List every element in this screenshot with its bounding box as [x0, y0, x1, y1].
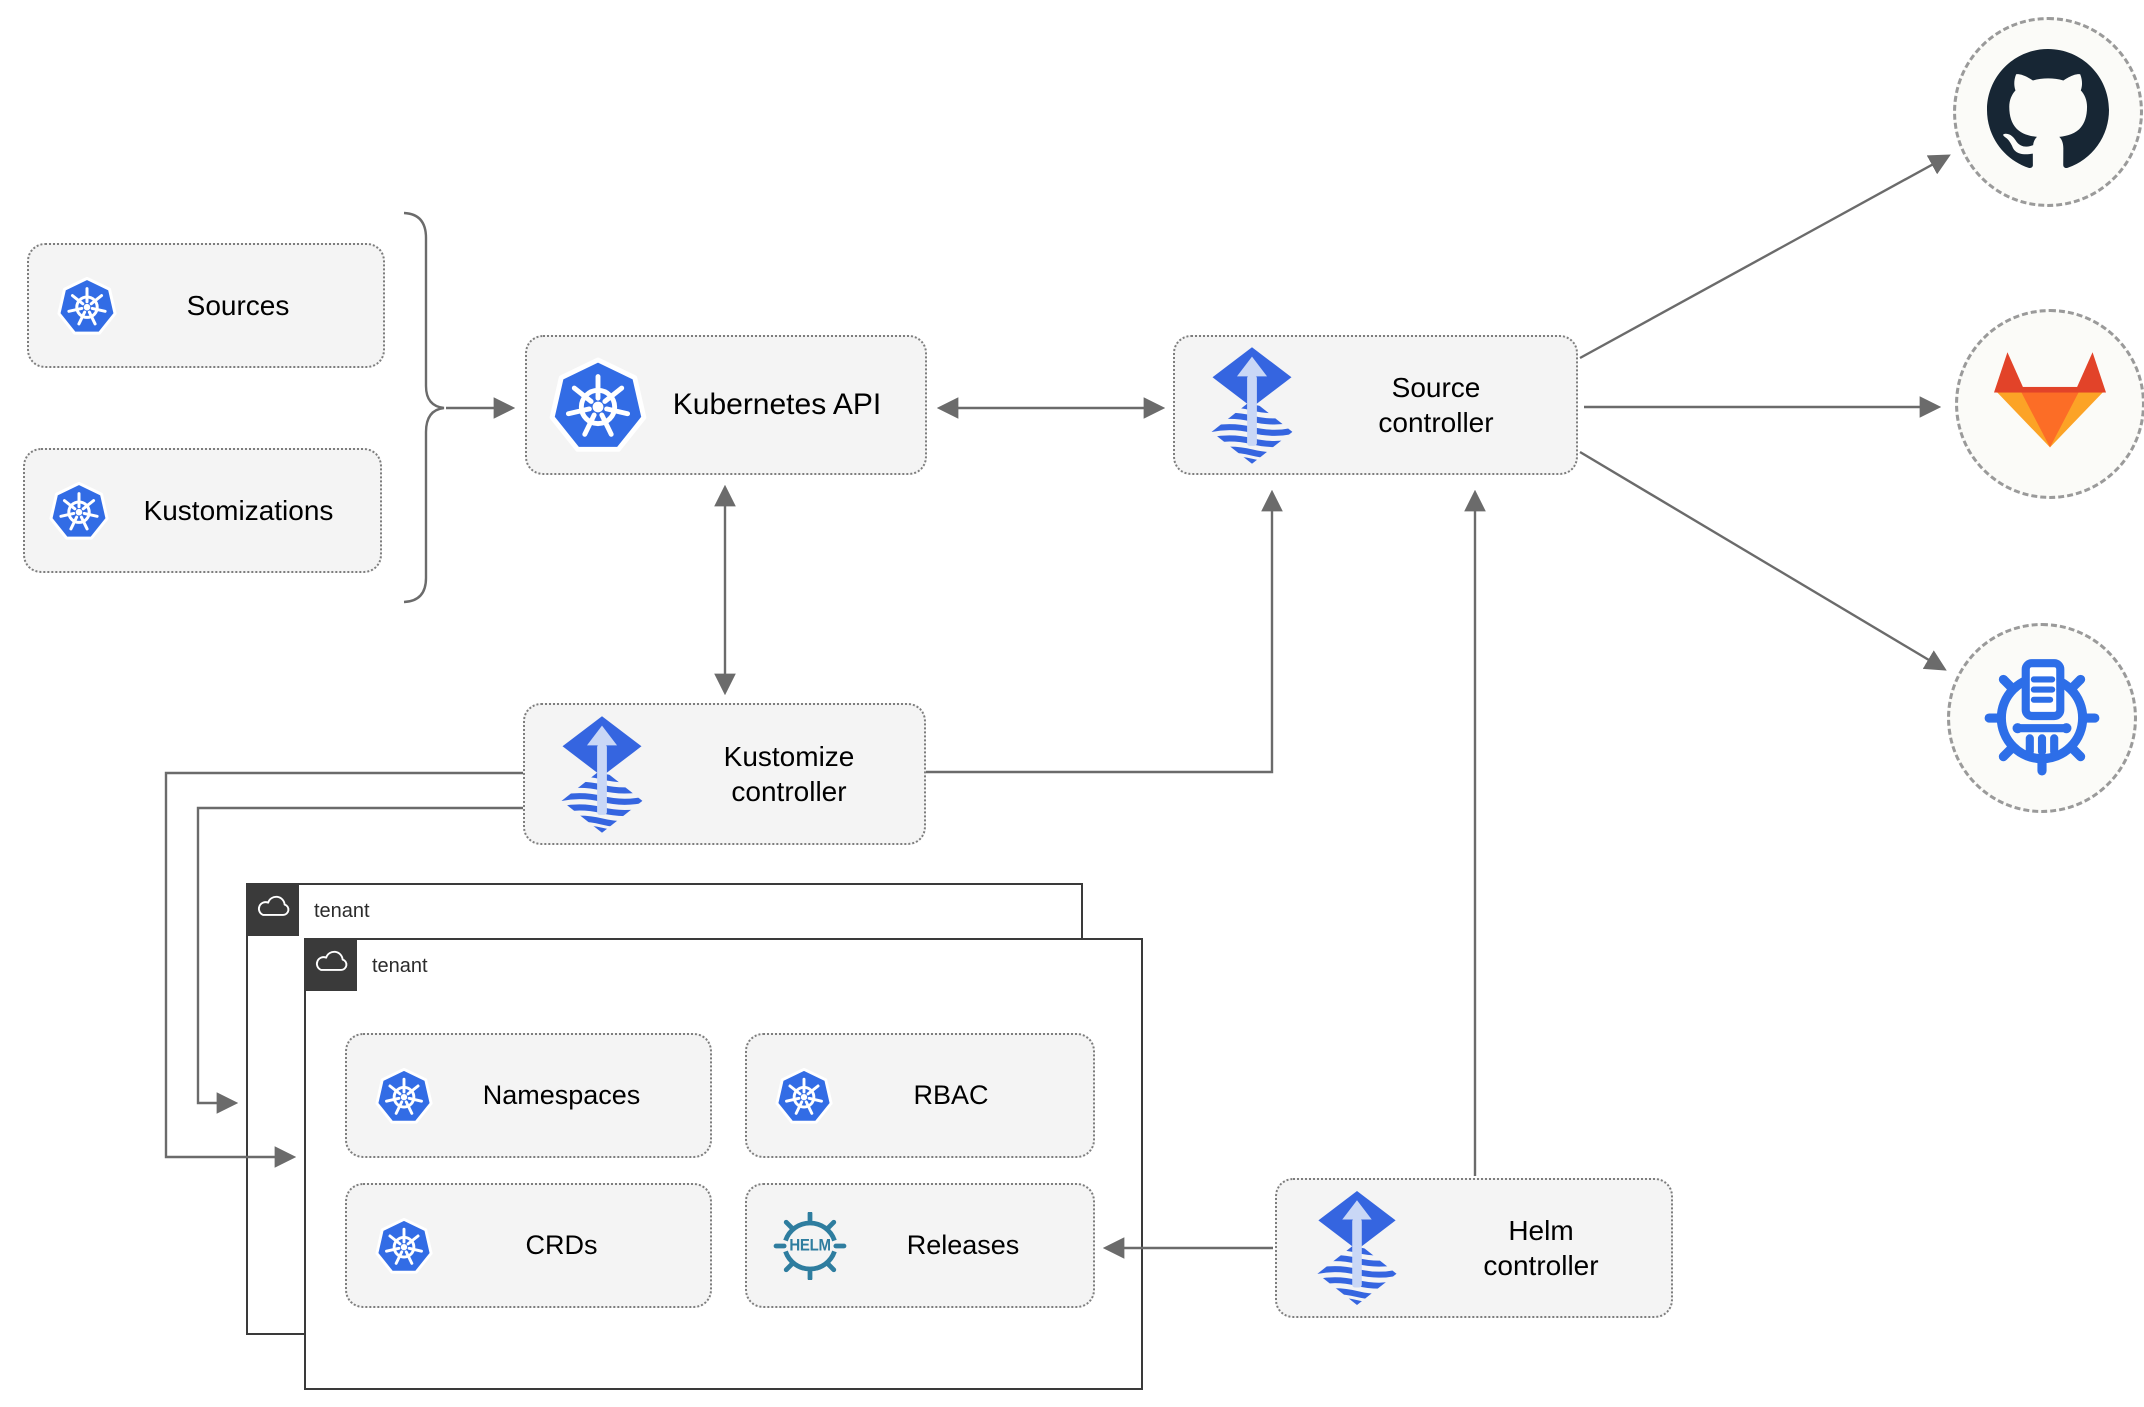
kubernetes-icon [57, 276, 117, 336]
flux-icon [1205, 347, 1299, 464]
node-label: Namespaces [482, 1079, 641, 1110]
node-rbac: RBAC [745, 1033, 1095, 1158]
cloud-icon [254, 893, 292, 926]
tenant-label: tenant [314, 900, 370, 922]
node-kustomizations: Kustomizations [23, 448, 382, 573]
tenant-chip [304, 938, 357, 991]
gitlab-circle [1955, 309, 2144, 499]
kubernetes-icon [375, 1067, 433, 1125]
node-kustomize-controller: Kustomize controller [523, 703, 926, 845]
kubernetes-icon [49, 481, 109, 541]
tenant-label: tenant [372, 955, 428, 977]
node-label: RBAC [913, 1079, 989, 1110]
edge-kustomize-to-source [926, 489, 1283, 774]
kubernetes-icon [775, 1067, 833, 1125]
node-label: Kustomize controller [723, 741, 855, 807]
github-icon [1987, 49, 2109, 176]
helm-logo-text: HELM [789, 1235, 831, 1255]
node-crds: CRDs [345, 1183, 712, 1308]
node-kubernetes-api: Kubernetes API [525, 335, 927, 475]
edge-source-to-github [1579, 154, 1951, 360]
node-label: Sources [186, 290, 290, 321]
node-label: Source controller [1378, 372, 1494, 438]
node-label: Releases [906, 1229, 1020, 1260]
node-label: Kustomizations [143, 495, 334, 526]
flux-icon [555, 716, 649, 833]
tenant-box-front: tenant [304, 938, 1143, 1390]
group-brace [403, 211, 445, 604]
chartmuseum-circle [1947, 623, 2137, 813]
edge-source-to-chartmuseum [1579, 450, 1947, 671]
tenant-chip [246, 883, 299, 936]
github-circle [1953, 17, 2143, 207]
node-source-controller: Source controller [1173, 335, 1578, 475]
gitlab-icon [1994, 351, 2106, 457]
kubernetes-icon [549, 356, 647, 454]
flux-icon [1311, 1191, 1403, 1305]
chartmuseum-icon [1979, 653, 2105, 784]
node-label: CRDs [525, 1229, 598, 1260]
helm-icon: HELM [769, 1211, 851, 1281]
kubernetes-icon [375, 1217, 433, 1275]
cloud-icon [312, 948, 350, 981]
node-label: Helm controller [1483, 1215, 1599, 1281]
node-helm-controller: Helm controller [1275, 1178, 1673, 1318]
node-sources: Sources [27, 243, 385, 368]
node-label: Kubernetes API [672, 388, 882, 422]
node-releases: HELM Releases [745, 1183, 1095, 1308]
node-namespaces: Namespaces [345, 1033, 712, 1158]
